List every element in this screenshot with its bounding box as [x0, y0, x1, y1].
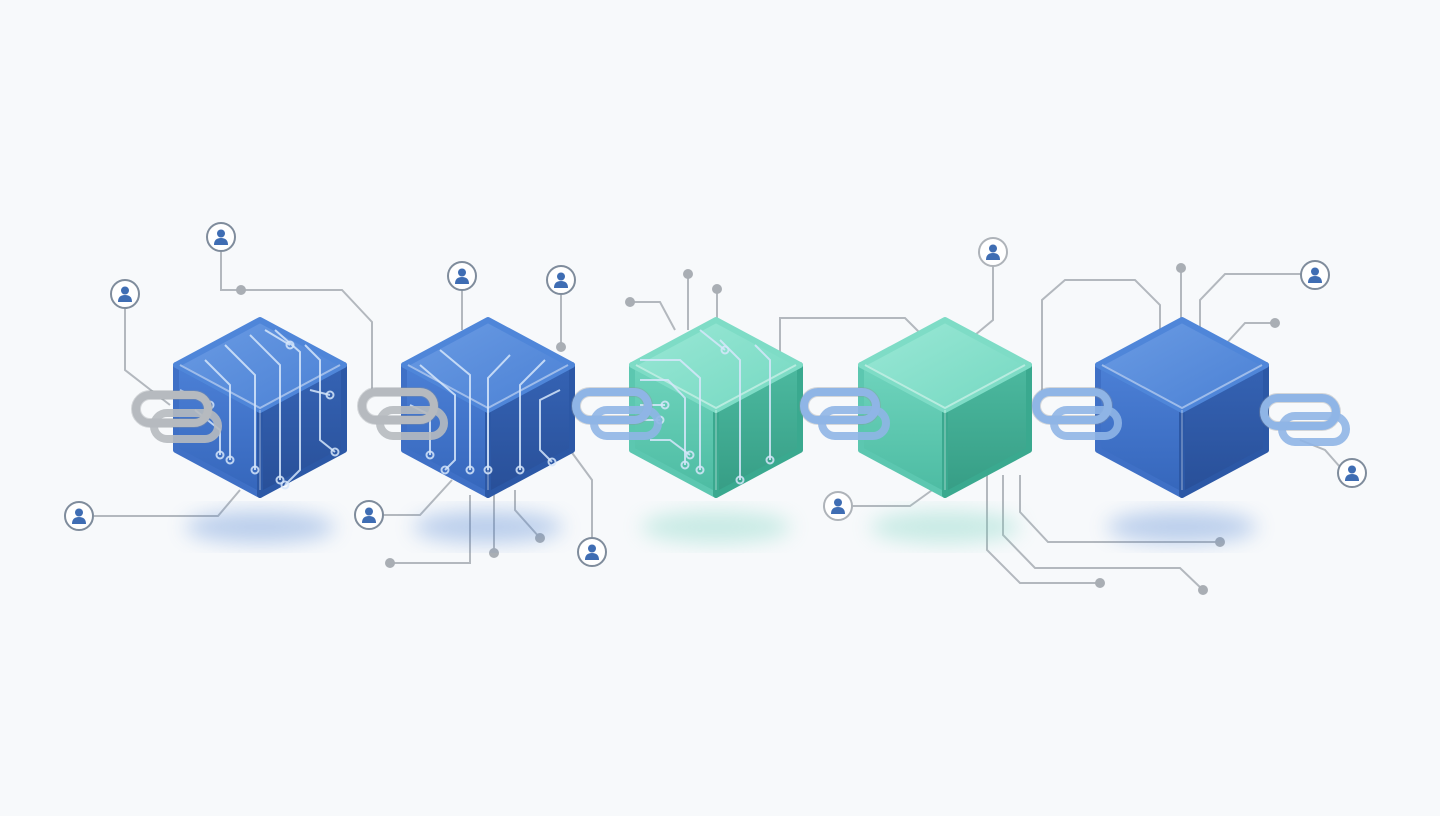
- connector-dot: [1270, 318, 1280, 328]
- block-3: [629, 317, 803, 498]
- connector-dot: [1176, 263, 1186, 273]
- connector-dot: [625, 297, 635, 307]
- block-2: [401, 317, 575, 498]
- link-4-5: [1031, 387, 1122, 440]
- link-right-end: [1259, 393, 1350, 446]
- block-top-face: [1095, 317, 1269, 413]
- block-1: [173, 317, 347, 498]
- link-1-2: [357, 387, 448, 440]
- chain-links-front: [131, 387, 1350, 446]
- link-left-end: [131, 390, 222, 443]
- user-icon: [823, 491, 853, 521]
- user-icon: [206, 222, 236, 252]
- block-top-face: [173, 317, 347, 413]
- block-shadow: [1107, 511, 1257, 543]
- user-icon: [447, 261, 477, 291]
- connector-dot: [1198, 585, 1208, 595]
- block-shadow: [641, 511, 791, 543]
- block-shadows: [185, 511, 1257, 543]
- connector-dot: [1095, 578, 1105, 588]
- block-shadow: [413, 511, 563, 543]
- block-5: [1095, 317, 1269, 498]
- user-icon: [110, 279, 140, 309]
- user-icon: [546, 265, 576, 295]
- connector-dot: [385, 558, 395, 568]
- connector-dot: [489, 548, 499, 558]
- user-icon: [1300, 260, 1330, 290]
- connector-dot: [712, 284, 722, 294]
- connector-dot: [556, 342, 566, 352]
- connector-dot: [236, 285, 246, 295]
- user-icon: [64, 501, 94, 531]
- connector-dots: [236, 263, 1280, 595]
- connector-lines: [94, 252, 1341, 591]
- block-top-face: [858, 317, 1032, 413]
- user-nodes: [64, 222, 1367, 567]
- block-shadow: [185, 511, 335, 543]
- link-2-3: [571, 387, 662, 440]
- connector-dot: [683, 269, 693, 279]
- user-icon: [1337, 458, 1367, 488]
- block-shadow: [870, 511, 1020, 543]
- user-icon: [354, 500, 384, 530]
- user-icon: [978, 237, 1008, 267]
- block-4: [858, 317, 1032, 498]
- blocks: [173, 317, 1269, 498]
- link-3-4: [799, 387, 890, 440]
- user-icon: [577, 537, 607, 567]
